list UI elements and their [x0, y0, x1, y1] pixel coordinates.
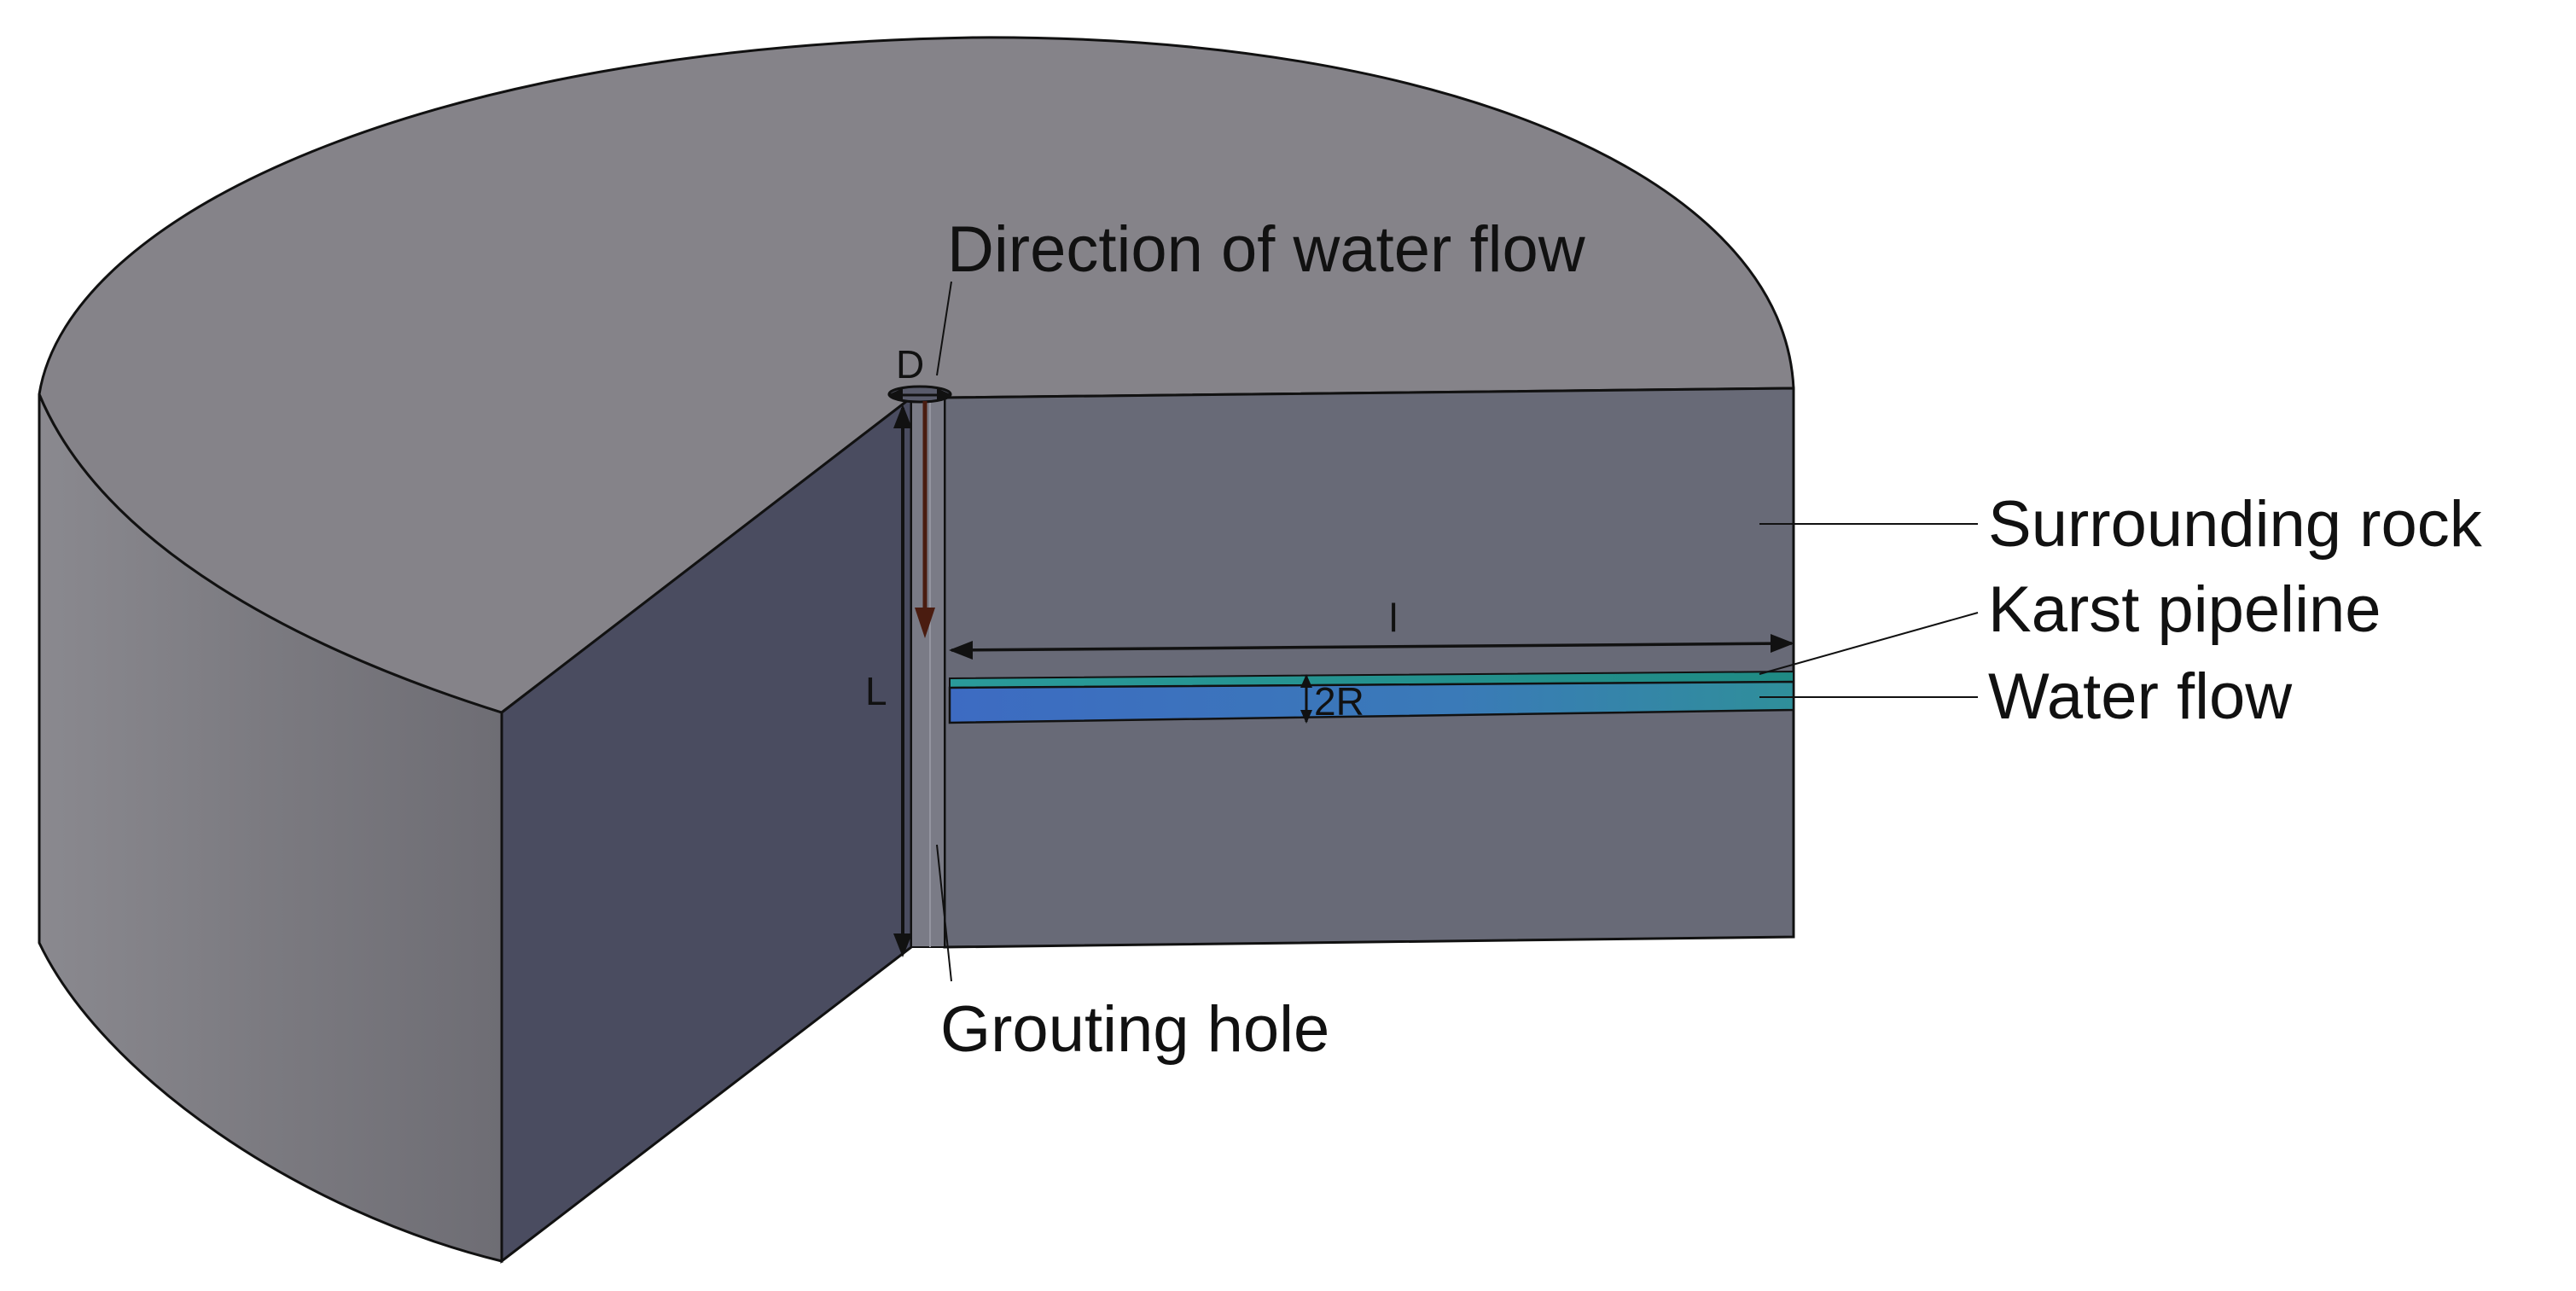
hole-length-arrowhead-top — [893, 404, 912, 428]
hole-length-label: L — [865, 669, 887, 713]
pipeline-length-arrowhead-left — [949, 641, 973, 660]
hole-diameter-arrowhead-left — [887, 388, 903, 402]
direction-label-leader — [936, 281, 952, 376]
grouting-hole-label: Grouting hole — [940, 993, 1329, 1066]
karst-pipeline-label: Karst pipeline — [1988, 573, 2381, 646]
surrounding-rock-label: Surrounding rock — [1988, 488, 2483, 561]
grouting-hole-leader — [936, 844, 952, 982]
cylinder-top-face — [38, 36, 1795, 714]
pipeline-length-arrowhead-right — [1771, 634, 1794, 653]
hole-length-arrowhead-bottom — [893, 933, 912, 957]
karst-pipeline-leader — [1759, 612, 1979, 675]
pipeline-diameter-label: 2R — [1314, 679, 1364, 724]
direction-of-water-flow-label: Direction of water flow — [947, 213, 1586, 286]
water-flow-label: Water flow — [1988, 660, 2293, 733]
pipeline-length-label: l — [1389, 596, 1398, 640]
water-flow-direction-arrowhead — [915, 608, 935, 638]
pipeline-diameter-arrowhead-top — [1300, 674, 1312, 688]
pipeline-length-dimension-line — [951, 642, 1793, 652]
pipeline-diameter-arrowhead-bottom — [1300, 710, 1312, 724]
hole-diameter-arrowhead-right — [937, 388, 952, 402]
cut-face-right — [943, 387, 1795, 949]
hole-diameter-label: D — [896, 342, 924, 387]
karst-pipeline-body — [948, 680, 1795, 724]
